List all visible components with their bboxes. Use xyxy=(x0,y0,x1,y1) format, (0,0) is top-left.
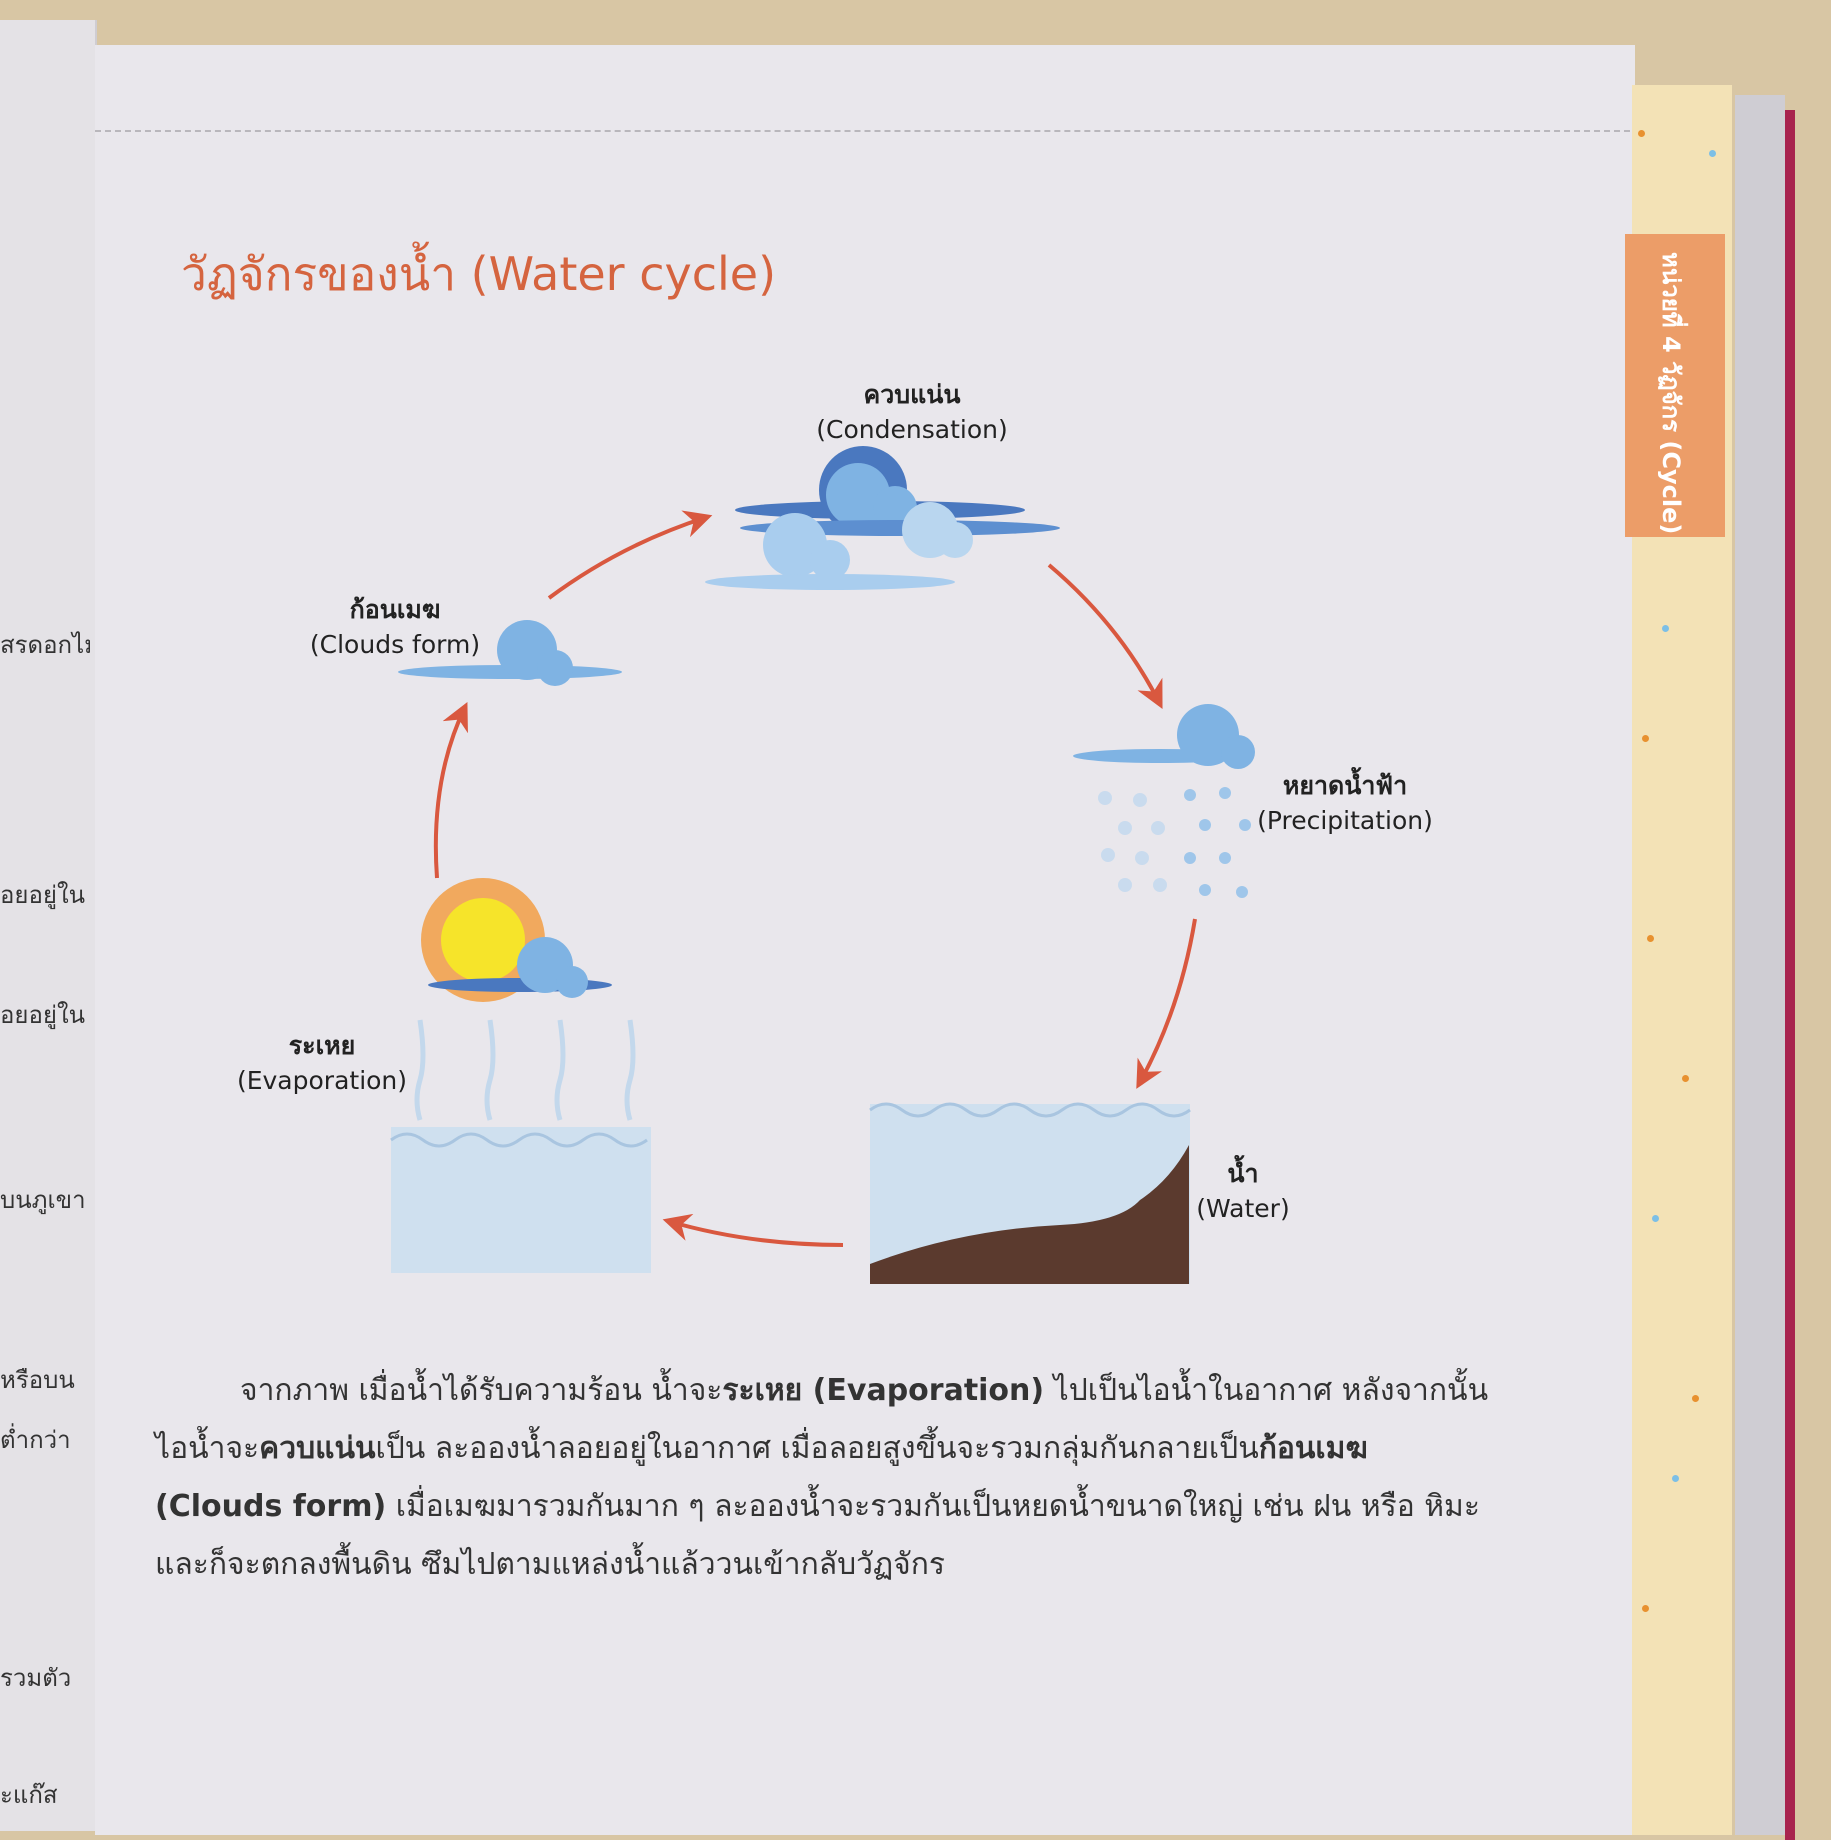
evaporation-water-icon xyxy=(390,1127,651,1273)
rain-cloud-icon xyxy=(1073,704,1255,769)
arrow-precipitation-to-water xyxy=(1136,918,1197,1089)
chapter-tab-label: หน่วยที่ 4 วัฏจักร (Cycle) xyxy=(1657,252,1685,535)
evaporation-label: ระเหย(Evaporation) xyxy=(236,1031,408,1095)
arrow-water-to-evaporation xyxy=(662,1213,844,1247)
book-page xyxy=(95,45,1635,1835)
raindrops-icon xyxy=(1184,787,1251,898)
snowflakes-icon xyxy=(1098,791,1167,892)
book-cover-edge xyxy=(1785,110,1795,1840)
left-page-text: ต่ำกว่า xyxy=(0,1426,71,1454)
book-edge xyxy=(1735,95,1785,1835)
vapor-arrows-icon xyxy=(414,1019,636,1121)
arrow-condensation-to-precipitation xyxy=(1047,563,1163,709)
clouds-form-label: ก้อนเมฆ(Clouds form) xyxy=(309,595,481,659)
left-page-text: ะแก๊ส xyxy=(0,1781,58,1809)
chapter-tab[interactable] xyxy=(1625,234,1725,537)
water-land-icon xyxy=(869,1102,1191,1284)
arrow-evaporation-to-clouds xyxy=(433,701,468,879)
left-page-text: หรือบน xyxy=(0,1366,75,1394)
left-page-text: อยอยู่ใน xyxy=(0,881,86,909)
left-page-text: สรดอกไม้ xyxy=(0,631,90,659)
sun-icon xyxy=(421,878,612,1002)
condensation-label: ควบแน่น(Condensation) xyxy=(816,380,1008,444)
condensation-cloud-icon xyxy=(705,446,1060,590)
arrow-clouds-to-condensation xyxy=(547,510,713,600)
left-page-text: บนภูเขา xyxy=(0,1186,86,1214)
water-label: น้ำ(Water) xyxy=(1196,1159,1290,1223)
page-title: วัฏจักรของน้ำ (Water cycle) xyxy=(181,247,777,301)
dashed-divider xyxy=(95,130,1630,132)
body-paragraph: จากภาพ เมื่อน้ำได้รับความร้อน น้ำจะระเหย… xyxy=(155,1373,1489,1582)
left-page-text: รวมตัว xyxy=(0,1664,72,1692)
precipitation-label: หยาดน้ำฟ้า(Precipitation) xyxy=(1257,771,1433,835)
left-page-text: อยอยู่ใน xyxy=(0,1001,86,1029)
left-page: สรดอกไม้ อยอยู่ใน อยอยู่ใน บนภูเขา หรือบ… xyxy=(0,20,97,1831)
cloud-icon xyxy=(398,620,622,686)
